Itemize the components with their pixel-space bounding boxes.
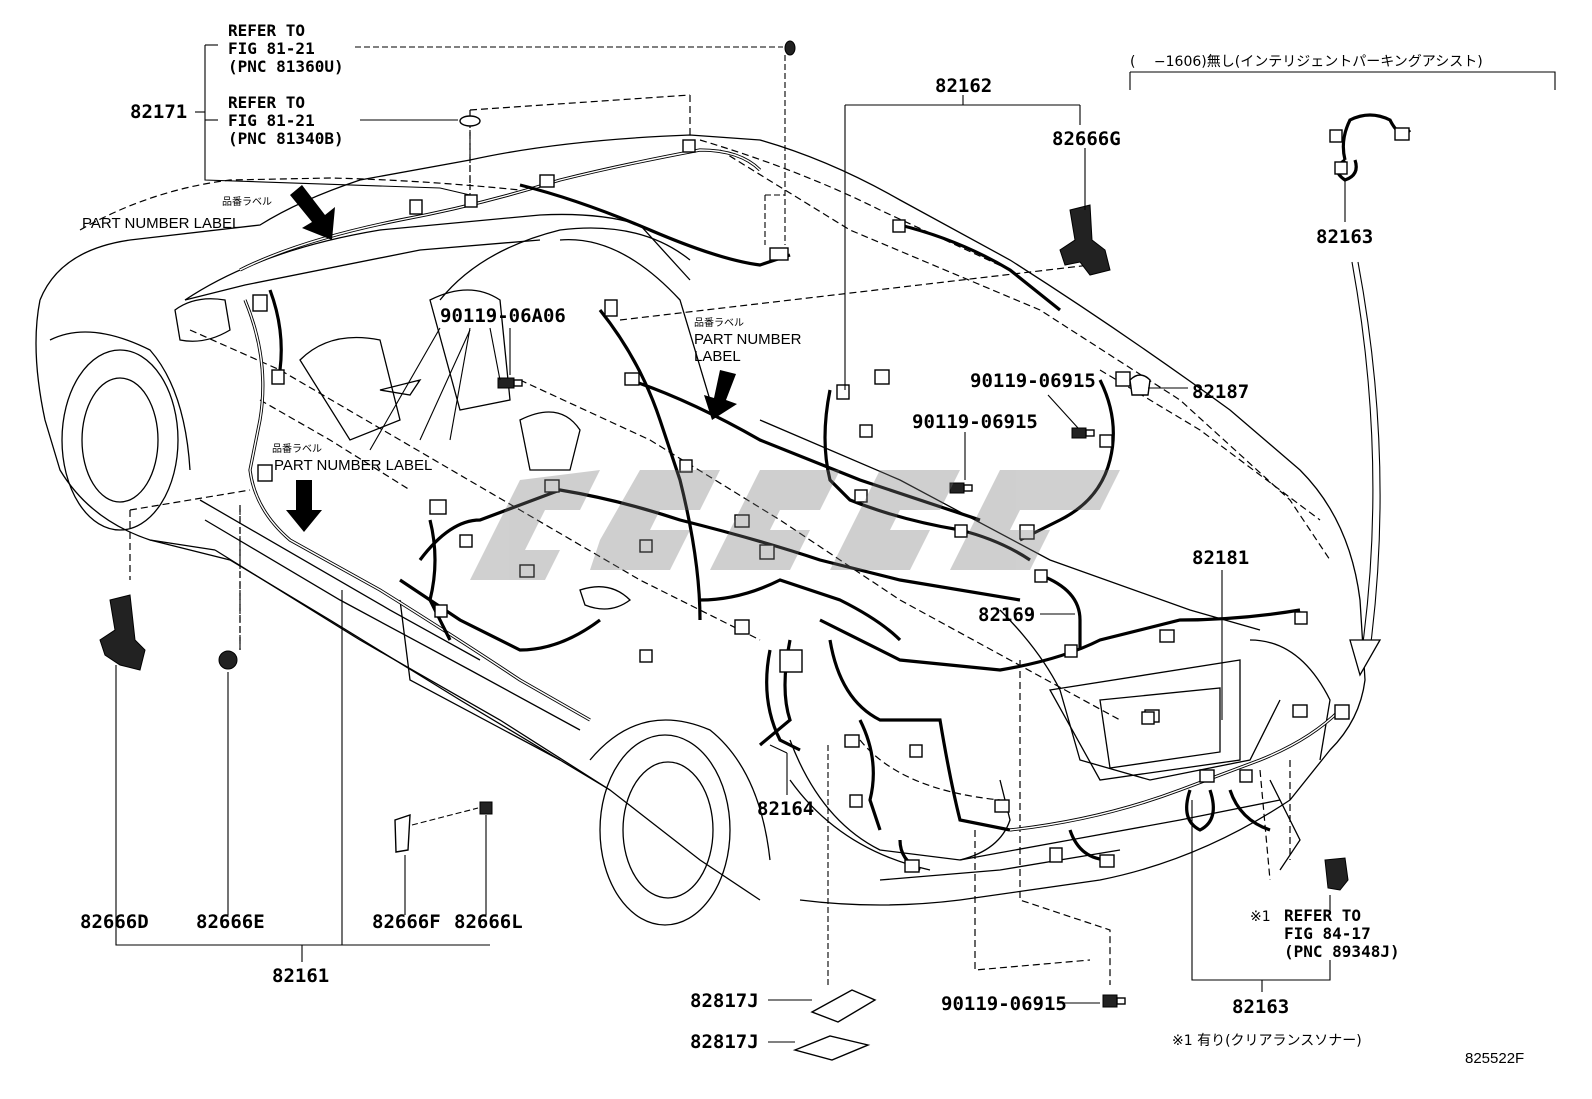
part-82171: 82171 [130,101,187,123]
part-82181: 82181 [1192,547,1249,569]
part-82169: 82169 [978,604,1035,626]
guide-dashed-lines [79,94,1331,985]
part-number-label-line1: PART NUMBER [694,331,802,348]
clip-82187 [1129,374,1151,396]
grommet-81340B [459,115,481,127]
bolt-90119-06915-c [1102,994,1126,1008]
bolt-90119-06915-b [949,482,973,494]
small-parts [99,40,1349,1061]
pnc-89348j: (PNC 89348J) [1284,942,1400,961]
part-82187: 82187 [1192,381,1249,403]
part-90119-06A06: 90119-06A06 [440,305,566,327]
part-number-label-line2: LABEL [694,348,741,365]
bottom-note: ※1 有り(クリアランスソナー) [1172,1033,1362,1049]
part-90119-06915-c: 90119-06915 [941,993,1067,1015]
connectors [252,127,1410,873]
part-82666G: 82666G [1052,128,1121,150]
labels: REFER TO FIG 81-21 (PNC 81360U) REFER TO… [80,21,1524,1067]
fig-ref-81-21: FIG 81-21 [228,111,315,130]
refer-to-text: REFER TO [228,21,305,40]
leader-lines [115,44,1556,1043]
sensor-89348J [1324,857,1349,891]
part-90119-06915-b: 90119-06915 [912,411,1038,433]
top-note: ( −1606)無し(インテリジェントパーキングアシスト) [1130,54,1483,70]
clip-82666L [479,801,493,815]
arrow-down-icon [704,370,737,420]
part-number-label-jp: 品番ラベル [222,196,272,208]
bolt-90119-06915-a [1071,427,1095,439]
part-82817J-b: 82817J [690,1031,759,1053]
fig-ref-81-21: FIG 81-21 [228,39,315,58]
part-82666E: 82666E [196,911,265,933]
curved-arrow-head-icon [1349,639,1382,677]
part-82666F: 82666F [372,911,441,933]
part-82163-bottom: 82163 [1232,996,1289,1018]
pnc-81340b: (PNC 81340B) [228,129,344,148]
part-90119-06915-a: 90119-06915 [970,370,1096,392]
figure-code: 825522F [1465,1050,1524,1067]
note-mark: ※1 [1250,909,1271,925]
car-body-outline [35,134,1366,926]
part-number-label: PART NUMBER LABEL [82,215,240,232]
part-number-label: PART NUMBER LABEL [274,457,432,474]
clip-82666E [218,650,238,670]
curved-arrow-shaft [1357,261,1381,651]
refer-to-text: REFER TO [1284,906,1361,925]
part-82161: 82161 [272,965,329,987]
part-82163-top: 82163 [1316,226,1373,248]
part-number-label-jp: 品番ラベル [694,317,744,329]
part-82666D: 82666D [80,911,149,933]
tape-82817J-b [792,1035,871,1061]
bolt-90119-06A06 [497,377,523,389]
clip-82666F [394,814,411,853]
grommet-81360U [784,40,796,56]
refer-to-text: REFER TO [228,93,305,112]
arrow-down-icon [290,185,335,240]
part-82666L: 82666L [454,911,523,933]
arrows [286,185,1382,677]
part-number-label-jp: 品番ラベル [272,443,322,455]
part-82817J-a: 82817J [690,990,759,1012]
pnc-81360u: (PNC 81360U) [228,57,344,76]
part-82162: 82162 [935,75,992,97]
tape-82817J-a [810,989,877,1023]
part-82164: 82164 [757,798,814,820]
bracket-82666G [1059,204,1111,276]
fig-ref-84-17: FIG 84-17 [1284,924,1371,943]
arrow-down-icon [286,480,322,532]
bracket-82666D [99,594,146,671]
watermark-logo [470,470,1120,580]
